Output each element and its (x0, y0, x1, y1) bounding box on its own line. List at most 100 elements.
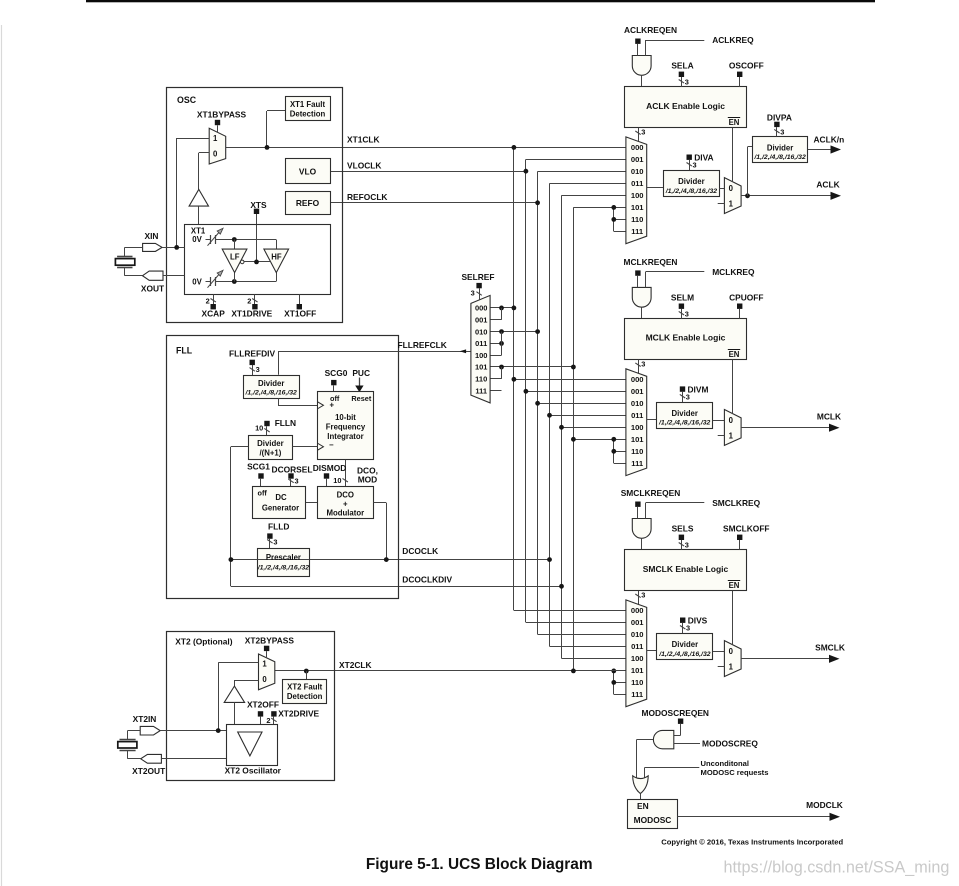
svg-text:1: 1 (729, 663, 734, 672)
svg-text:0: 0 (213, 149, 218, 158)
svg-text:SMCLK Enable Logic: SMCLK Enable Logic (643, 564, 729, 574)
svg-text:off: off (330, 394, 340, 403)
svg-text:XT2BYPASS: XT2BYPASS (245, 635, 295, 645)
svg-text:XCAP: XCAP (202, 308, 226, 318)
svg-text:Reset: Reset (351, 394, 371, 403)
svg-text:XT2 Oscillator: XT2 Oscillator (225, 766, 282, 776)
svg-text:0: 0 (729, 184, 734, 193)
svg-text:SELM: SELM (671, 292, 694, 302)
svg-text:REFO: REFO (296, 198, 320, 208)
svg-text:110: 110 (631, 447, 643, 456)
svg-text:Generator: Generator (262, 504, 299, 513)
svg-text:010: 010 (631, 630, 644, 639)
svg-text:10: 10 (333, 476, 341, 485)
svg-text:MODOSC: MODOSC (634, 815, 672, 825)
svg-text:3: 3 (641, 590, 645, 599)
svg-text:100: 100 (631, 654, 644, 663)
svg-text:XT1OFF: XT1OFF (284, 308, 316, 318)
svg-text:011: 011 (631, 642, 644, 651)
svg-text:/1,/2,/4,/8,/16,/32: /1,/2,/4,/8,/16,/32 (658, 651, 711, 658)
svg-text:0: 0 (729, 416, 734, 425)
svg-text:3: 3 (685, 77, 689, 86)
svg-text:SELREF: SELREF (461, 272, 494, 282)
svg-text:FLLREFDIV: FLLREFDIV (229, 348, 275, 358)
svg-text:FLLN: FLLN (275, 418, 296, 428)
svg-text:MODOSC requests: MODOSC requests (701, 768, 769, 777)
svg-text:HF: HF (271, 253, 282, 262)
svg-text:DIVA: DIVA (694, 153, 713, 163)
svg-text:SMCLKREQ: SMCLKREQ (712, 498, 760, 508)
svg-text:3: 3 (471, 288, 475, 297)
svg-text:101: 101 (631, 435, 644, 444)
svg-text:DCO: DCO (337, 491, 354, 500)
svg-text:MODOSCREQ: MODOSCREQ (702, 738, 758, 748)
svg-text:/1,/2,/4,/8,/16,/32: /1,/2,/4,/8,/16,/32 (658, 420, 711, 427)
svg-text:DIVPA: DIVPA (767, 113, 792, 123)
svg-text:1: 1 (729, 200, 734, 209)
svg-text:0: 0 (262, 675, 267, 684)
svg-text:Divider: Divider (767, 143, 793, 152)
svg-text:/(N+1): /(N+1) (259, 448, 281, 457)
svg-text:000: 000 (631, 375, 644, 384)
svg-text:3: 3 (686, 392, 690, 401)
svg-text:DIVM: DIVM (688, 385, 709, 395)
svg-text:111: 111 (631, 690, 644, 699)
svg-text:010: 010 (631, 399, 644, 408)
svg-text:000: 000 (475, 304, 488, 313)
svg-text:MCLKREQ: MCLKREQ (712, 267, 755, 277)
svg-text:XT1BYPASS: XT1BYPASS (197, 110, 247, 120)
svg-text:REFOCLK: REFOCLK (347, 192, 387, 202)
svg-text:EN: EN (637, 801, 649, 811)
svg-text:Integrator: Integrator (327, 432, 363, 441)
svg-text:DC: DC (275, 493, 287, 502)
svg-text:MOD: MOD (358, 474, 378, 484)
svg-text:3: 3 (641, 127, 645, 136)
svg-text:001: 001 (631, 387, 644, 396)
svg-text:1: 1 (262, 660, 267, 669)
svg-text:XOUT: XOUT (141, 284, 165, 294)
svg-text:MCLKREQEN: MCLKREQEN (624, 257, 678, 267)
svg-text:Modulator: Modulator (326, 509, 364, 518)
svg-text:OSCOFF: OSCOFF (729, 60, 764, 70)
svg-text:XTS: XTS (250, 200, 267, 210)
svg-text:010: 010 (631, 167, 644, 176)
svg-text:ACLK Enable Logic: ACLK Enable Logic (646, 101, 725, 111)
svg-text:MODCLK: MODCLK (806, 800, 843, 810)
svg-text:SMCLKOFF: SMCLKOFF (723, 523, 770, 533)
svg-text:2: 2 (247, 297, 251, 306)
svg-text:XT2 (Optional): XT2 (Optional) (175, 636, 232, 646)
svg-text:XT2 Fault: XT2 Fault (287, 682, 322, 691)
svg-text:Copyright © 2016, Texas Instru: Copyright © 2016, Texas Instruments Inco… (661, 837, 843, 846)
svg-text:000: 000 (631, 143, 644, 152)
svg-text:1: 1 (729, 432, 734, 441)
svg-text:Divider: Divider (258, 379, 284, 388)
svg-text:110: 110 (475, 375, 487, 384)
svg-text:3: 3 (693, 160, 697, 169)
svg-text:111: 111 (631, 227, 644, 236)
svg-text:ACLKREQ: ACLKREQ (712, 35, 754, 45)
svg-text:Divider: Divider (257, 439, 283, 448)
svg-text:ACLK: ACLK (816, 179, 839, 189)
svg-text:2: 2 (206, 297, 210, 306)
svg-text:EN: EN (729, 581, 740, 590)
svg-text:DCORSEL: DCORSEL (272, 464, 313, 474)
svg-text:DCO,: DCO, (357, 465, 378, 475)
svg-text:10-bit: 10-bit (335, 413, 356, 422)
svg-text:XT2OFF: XT2OFF (247, 699, 279, 709)
svg-text:3: 3 (780, 127, 784, 136)
svg-text:001: 001 (631, 618, 644, 627)
svg-text:XT2DRIVE: XT2DRIVE (278, 708, 319, 718)
svg-text:+: + (330, 400, 335, 409)
svg-text:011: 011 (631, 179, 644, 188)
svg-text:3: 3 (256, 365, 260, 374)
svg-text:2: 2 (266, 716, 270, 725)
svg-text:XT2IN: XT2IN (133, 714, 157, 724)
svg-text:3: 3 (273, 538, 277, 547)
svg-text:SELS: SELS (672, 523, 694, 533)
svg-text:Divider: Divider (678, 177, 704, 186)
svg-text:XT1: XT1 (191, 227, 206, 236)
svg-text:Divider: Divider (672, 640, 698, 649)
svg-text:Divider: Divider (671, 409, 697, 418)
svg-text:101: 101 (631, 666, 644, 675)
svg-text:100: 100 (631, 423, 644, 432)
